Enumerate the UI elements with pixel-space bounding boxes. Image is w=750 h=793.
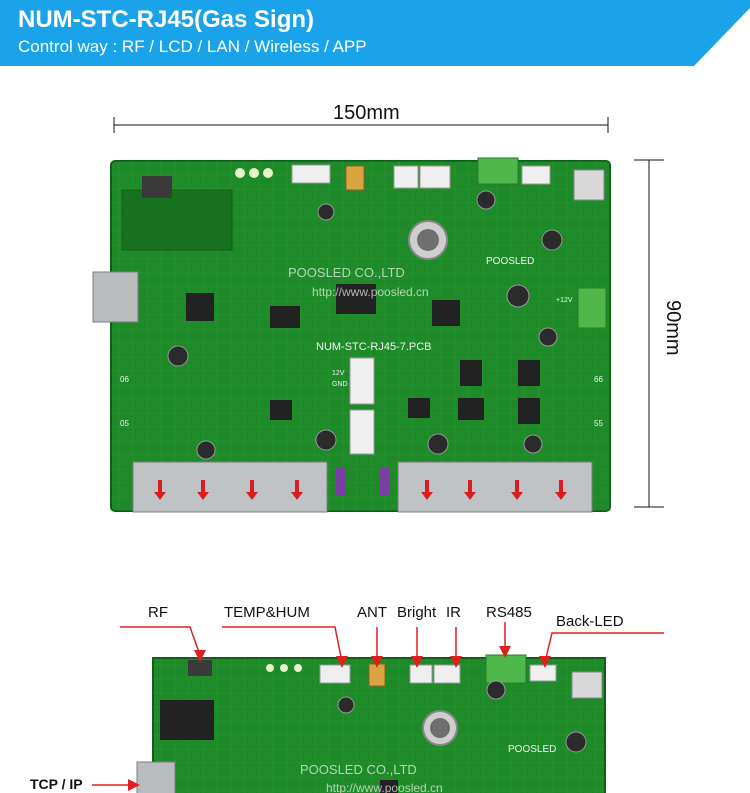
- silk-gnd-label: GND: [332, 381, 348, 388]
- silk-right-top: 66: [594, 375, 603, 384]
- callout-temp-hum: TEMP&HUM: [224, 604, 310, 621]
- watermark-company: POOSLED CO.,LTD: [288, 265, 405, 280]
- rj45-arrow: [511, 480, 523, 500]
- pcb-brand-label-bottom: POOSLED: [508, 744, 556, 755]
- watermark-company-bottom: POOSLED CO.,LTD: [300, 762, 417, 777]
- temp-hum-leader: [222, 626, 343, 663]
- rj45-arrow: [154, 480, 166, 500]
- callout-bright: Bright: [397, 604, 437, 621]
- watermark-url: http://www.poosled.cn: [312, 285, 429, 299]
- rj45-jack: [92, 271, 139, 323]
- rj45-arrow-markers: [154, 480, 567, 500]
- callout-rs485: RS485: [486, 604, 532, 621]
- width-dimension-label: 150mm: [333, 102, 400, 124]
- rj45-arrow: [291, 480, 303, 500]
- rf-leader: [120, 626, 201, 656]
- watermark-url-bottom: http://www.poosled.cn: [326, 781, 443, 793]
- width-dimension-line: [113, 117, 609, 133]
- pcb-board-top: [92, 157, 611, 513]
- callout-leaders: [92, 622, 664, 786]
- silk-left-bottom: 05: [120, 419, 129, 428]
- callout-tcp-ip: TCP / IP: [30, 776, 83, 792]
- rj45-arrow: [464, 480, 476, 500]
- pcb-brand-label: POOSLED: [486, 256, 534, 267]
- silk-right-bottom: 55: [594, 419, 603, 428]
- rj45-arrow: [246, 480, 258, 500]
- height-dimension-line: [634, 159, 664, 508]
- banner-background: [0, 0, 750, 66]
- banner-title: NUM-STC-RJ45(Gas Sign): [18, 6, 315, 33]
- silk-plus12v-label: +12V: [556, 297, 573, 304]
- callout-rf: RF: [148, 604, 168, 621]
- rj45-arrow: [421, 480, 433, 500]
- rj45-arrow: [197, 480, 209, 500]
- silk-left-top: 06: [120, 375, 129, 384]
- callout-ant: ANT: [357, 604, 387, 621]
- pcb-model-label: NUM-STC-RJ45-7.PCB: [316, 341, 432, 353]
- callout-back-led: Back-LED: [556, 613, 624, 630]
- back-led-leader: [544, 632, 664, 663]
- silk-12v-label: 12V: [332, 370, 345, 377]
- rj45-arrow: [555, 480, 567, 500]
- callout-arrowheads: [128, 646, 551, 791]
- banner-subtitle: Control way : RF / LCD / LAN / Wireless …: [18, 37, 367, 56]
- callout-ir: IR: [446, 604, 461, 621]
- header-banner: NUM-STC-RJ45(Gas Sign) Control way : RF …: [0, 0, 750, 66]
- pcb-board-bottom: [136, 654, 606, 793]
